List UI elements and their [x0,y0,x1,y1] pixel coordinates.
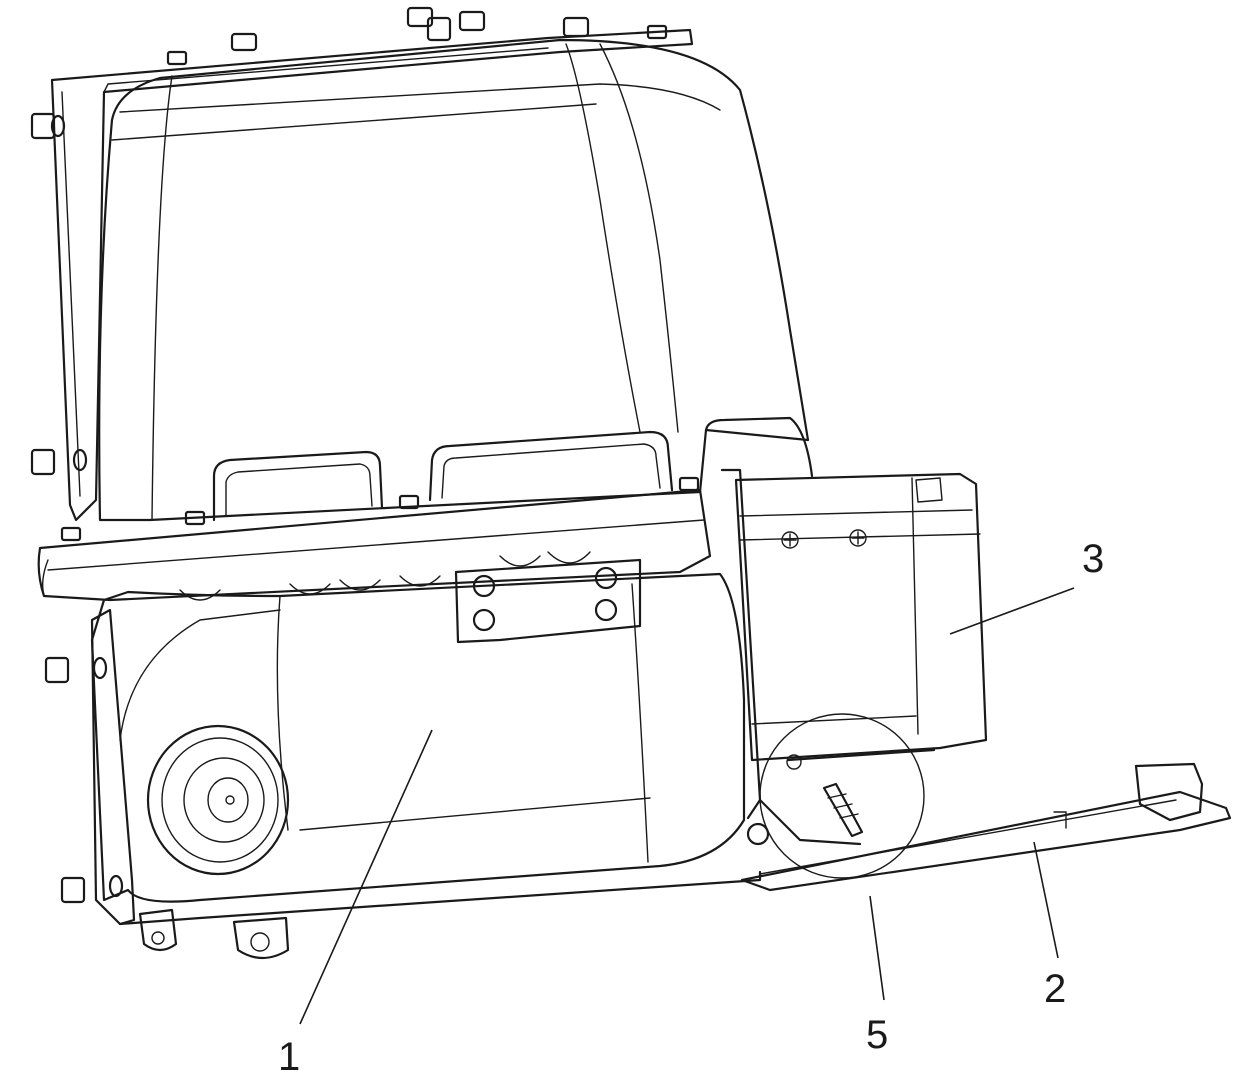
callout-2: 2 [1044,967,1066,1011]
leader-lines [300,588,1074,1024]
side-box [706,418,986,818]
callout-3: 3 [1082,537,1104,581]
lower-tank [46,552,760,958]
detail-circle [748,714,934,878]
callout-1: 1 [278,1035,300,1079]
drain-port [148,726,288,874]
upper-housing [32,8,808,520]
middle-flange [39,432,710,600]
callout-5: 5 [866,1013,888,1057]
tray [742,764,1230,890]
